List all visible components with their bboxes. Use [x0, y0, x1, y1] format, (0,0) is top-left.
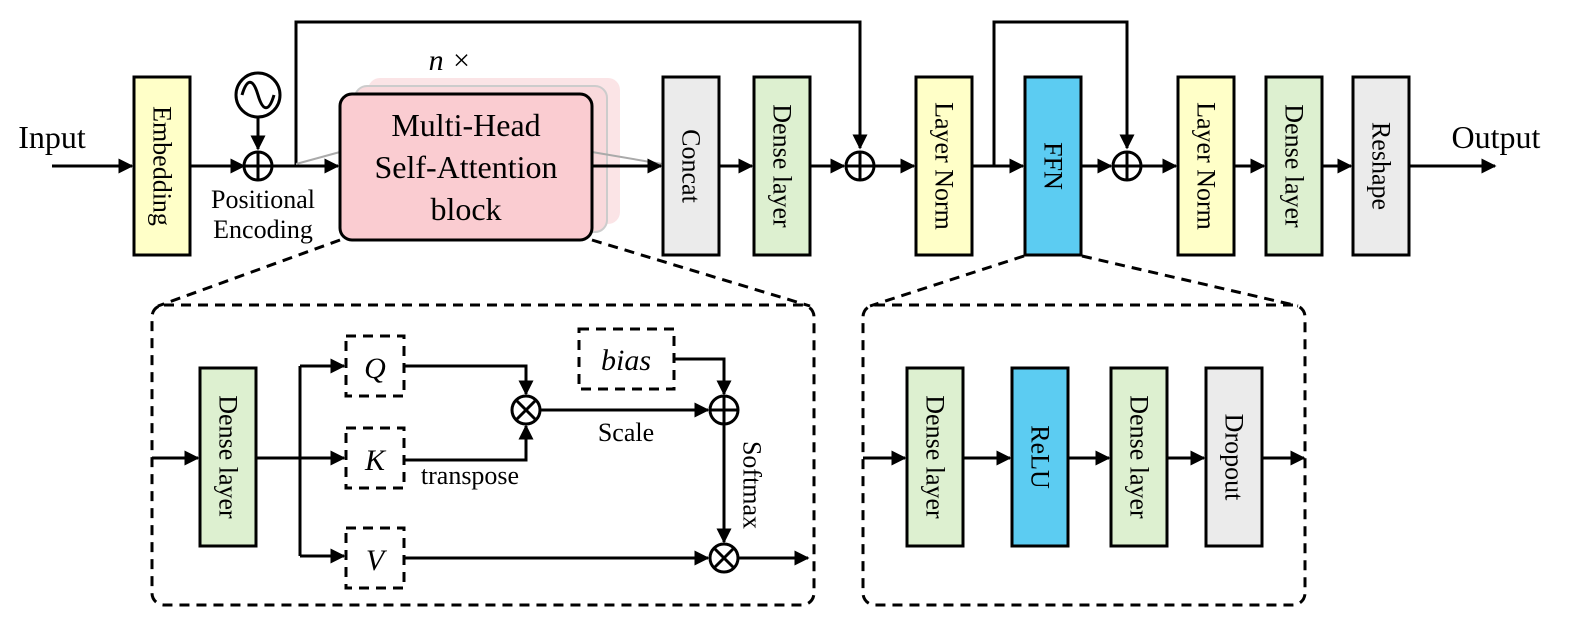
concat-label: Concat [677, 129, 706, 203]
input-label: Input [18, 119, 86, 155]
dropout-block: Dropout [1204, 366, 1264, 548]
dense-layer-label-2: Dense layer [1280, 104, 1309, 228]
softmax-label: Softmax [738, 441, 767, 529]
layer-norm-block-2: Layer Norm [1176, 75, 1236, 257]
transpose-label: transpose [421, 461, 519, 490]
ffn-dense-layer-label-1: Dense layer [921, 395, 950, 519]
key-box: K [344, 426, 406, 490]
ffn-label: FFN [1039, 142, 1068, 190]
mhsa-label-2: Self-Attention [374, 149, 557, 185]
bias-box: bias [577, 327, 676, 391]
residual-add-icon-2 [1111, 150, 1143, 182]
ffn-block: FFN [1023, 75, 1083, 257]
mhsa-label-3: block [430, 191, 501, 227]
attention-zoom-line-right [591, 238, 811, 308]
ffn-dense-layer-block-2: Dense layer [1109, 366, 1169, 548]
embedding-block: Embedding [132, 75, 192, 257]
ffn-dense-layer-block-1: Dense layer [905, 366, 965, 548]
value-box: V [344, 526, 406, 590]
layer-norm-label-1: Layer Norm [930, 102, 959, 230]
layer-norm-label-2: Layer Norm [1192, 102, 1221, 230]
dense-layer-block-2: Dense layer [1264, 75, 1324, 257]
attention-dense-layer-block: Dense layer [198, 366, 258, 548]
query-box: Q [344, 334, 406, 398]
multi-head-self-attention-block: Multi-Head Self-Attention block [338, 92, 594, 242]
matmul-icon-2 [708, 542, 740, 574]
output-label: Output [1452, 119, 1541, 155]
reshape-label: Reshape [1367, 122, 1396, 210]
embedding-label: Embedding [148, 106, 177, 226]
residual-add-icon-1 [844, 150, 876, 182]
attention-zoom-line-left [157, 238, 341, 308]
value-label: V [366, 544, 388, 577]
key-label: K [364, 444, 387, 477]
ffn-detail-panel [861, 303, 1307, 607]
mhsa-label-1: Multi-Head [391, 107, 540, 143]
attention-dense-layer-label: Dense layer [214, 395, 243, 519]
relu-block: ReLU [1010, 366, 1070, 548]
positional-add-icon [242, 150, 274, 182]
matmul-icon-1 [510, 394, 542, 426]
ffn-zoom-line-right [1081, 254, 1299, 308]
positional-encoding-label-1: Positional [211, 185, 315, 214]
dense-layer-block-1: Dense layer [752, 75, 812, 257]
ffn-zoom-line-left [869, 254, 1025, 308]
dense-layer-label-1: Dense layer [768, 104, 797, 228]
query-label: Q [364, 352, 386, 385]
layer-norm-block-1: Layer Norm [914, 75, 974, 257]
scale-label: Scale [598, 418, 654, 447]
concat-block: Concat [661, 75, 721, 257]
sine-wave-icon [234, 71, 282, 119]
ffn-dense-layer-label-2: Dense layer [1125, 395, 1154, 519]
bias-label: bias [601, 344, 651, 377]
dropout-label: Dropout [1220, 414, 1249, 501]
reshape-block: Reshape [1351, 75, 1411, 257]
relu-label: ReLU [1026, 425, 1055, 489]
bias-add-icon [708, 394, 740, 426]
repeat-label: n × [429, 44, 472, 77]
positional-encoding-label-2: Encoding [213, 215, 313, 244]
